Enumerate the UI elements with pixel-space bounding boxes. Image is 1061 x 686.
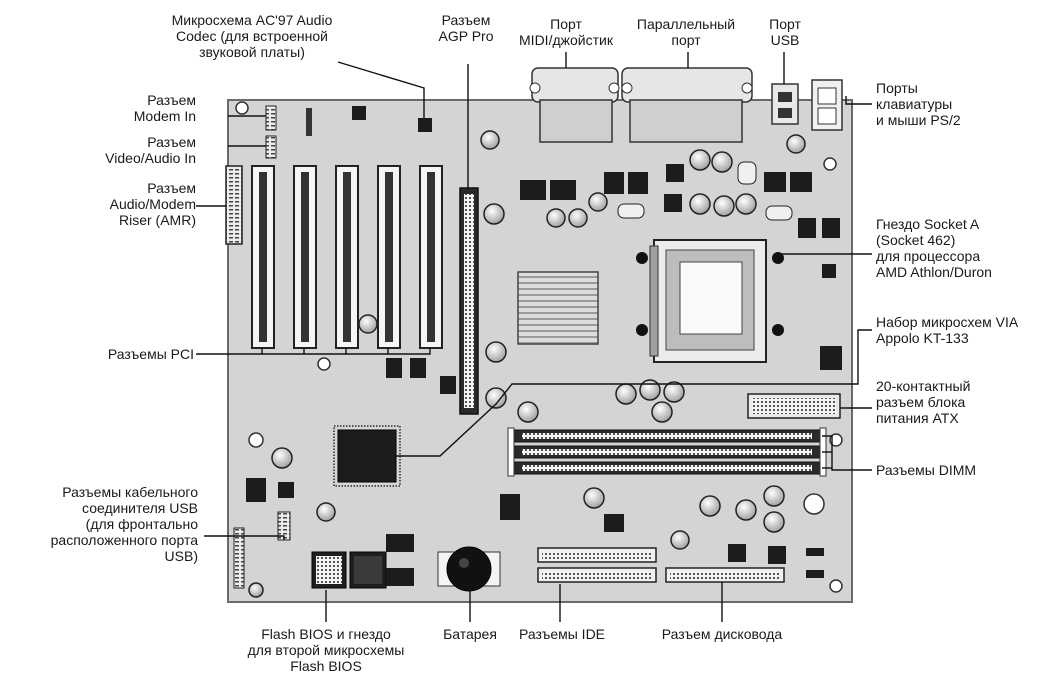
label-dimm-slots: Разъемы DIMM xyxy=(876,462,977,478)
flash-bios-chips xyxy=(311,551,387,589)
mounting-holes xyxy=(235,101,843,593)
small-chips xyxy=(246,106,842,586)
dimm-slots xyxy=(507,427,827,477)
label-ide: Разъемы IDE xyxy=(518,626,606,642)
label-battery: Батарея xyxy=(443,626,497,642)
chipset-heatsink xyxy=(517,271,599,345)
pci-slots xyxy=(251,165,443,349)
label-socket-a: Гнездо Socket A(Socket 462)для процессор… xyxy=(876,216,992,280)
parallel-port-connector xyxy=(621,67,753,143)
ps2-ports-connector xyxy=(811,79,843,131)
amr-riser-slot xyxy=(225,165,243,245)
south-bridge-chip xyxy=(333,425,401,487)
floppy-connector xyxy=(665,567,785,583)
cmos-battery xyxy=(437,546,501,592)
cpu-socket-a xyxy=(636,239,784,363)
chokes xyxy=(617,161,793,221)
capacitors xyxy=(248,130,806,598)
label-pci-slots: Разъемы PCI xyxy=(107,346,194,362)
modem-in-header xyxy=(265,105,277,131)
usb-port-connector xyxy=(771,83,799,125)
midi-port-connector xyxy=(529,67,620,143)
leader-lines xyxy=(196,52,872,622)
video-audio-in-header xyxy=(265,135,277,159)
ide-connectors xyxy=(537,547,657,583)
atx-power-connector xyxy=(747,393,841,419)
agp-pro-slot xyxy=(459,187,479,415)
label-floppy: Разъем дисковода xyxy=(661,626,783,642)
ac97-codec-chip xyxy=(418,118,432,132)
